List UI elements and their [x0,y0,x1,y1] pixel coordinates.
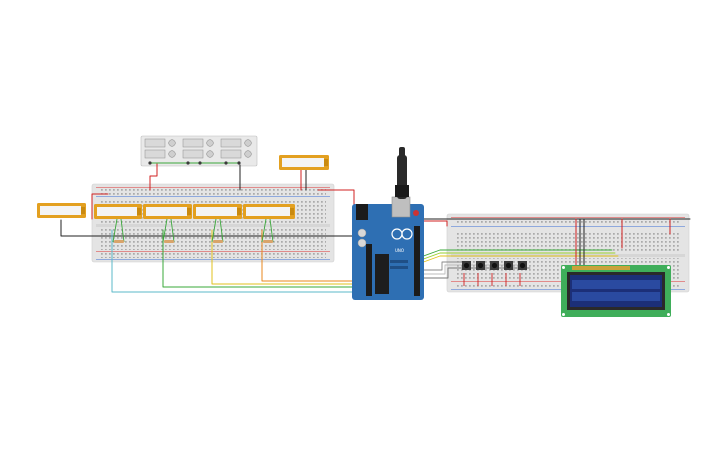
arduino-uno-board[interactable]: UNO [352,196,424,300]
wire-power-left [91,193,109,220]
wire-relay-power [149,163,158,191]
usb-cable-icon[interactable] [395,147,409,199]
wire-buttons-a [417,261,471,271]
sensor-module-6[interactable] [279,155,329,170]
wire-5v-rail [317,189,355,207]
sensor-module-5[interactable] [243,204,295,219]
breadboard-left[interactable] [91,183,335,263]
sensor-module-1[interactable] [37,203,86,218]
lcd-16x2-display[interactable] [561,265,671,317]
pushbutton-2[interactable] [476,261,485,270]
pushbutton-4[interactable] [504,261,513,270]
resistor-bodies [114,240,273,243]
wire-ground-main [60,219,361,237]
button-resistors [463,273,521,286]
wire-lcd-d2 [417,252,616,262]
wire-sensor4-signal [261,229,355,282]
wire-lcd-d3 [417,255,619,265]
wire-buttons-c [417,267,531,279]
sensor-module-4[interactable] [193,204,242,219]
pushbutton-3[interactable] [490,261,499,270]
wire-sensor1-signal [111,229,355,293]
wire-sensor2-signal [162,229,355,288]
relay-module-panel[interactable] [140,135,258,167]
wires [60,163,691,293]
sensor-module-3[interactable] [143,204,192,219]
arduino-label: UNO [395,248,404,253]
wire-right-rail-power [417,220,448,227]
pushbutton-5[interactable] [518,261,527,270]
wire-lcd-d1 [417,249,613,259]
sensor-resistors [112,218,274,243]
sensor-module-2[interactable] [94,204,142,219]
pushbutton-1[interactable] [462,261,471,270]
wire-sensor3-signal [211,229,355,285]
